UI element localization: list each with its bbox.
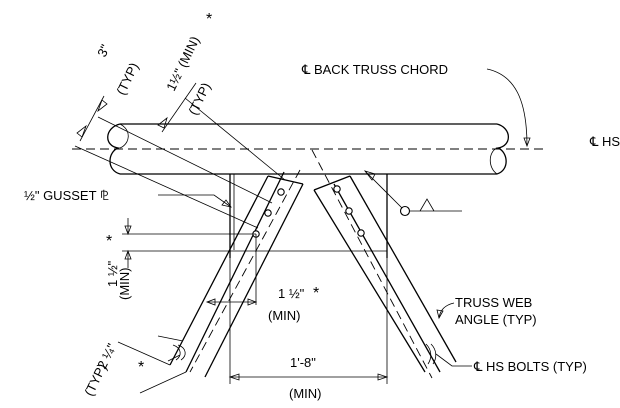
bolt-edge-value: 1 ½" <box>278 286 305 301</box>
hs-right-label: ℄ HS <box>589 134 620 149</box>
hs-bolts-label: ℄ HS BOLTS (TYP) <box>473 359 587 374</box>
gusset-label: ½" GUSSET ⅊ <box>24 188 109 203</box>
bottom-left-dimension <box>117 335 187 394</box>
web-angle-label-1: TRUSS WEB <box>455 295 532 310</box>
left-web-angle <box>169 169 304 378</box>
web-angle-label-2: ANGLE (TYP) <box>455 312 537 327</box>
top-15-star: * <box>206 11 212 28</box>
width-value: 1'-8" <box>290 355 316 370</box>
bolt-edge-dimension <box>205 234 258 306</box>
bolt-edge-min: (MIN) <box>268 308 301 323</box>
leader-lines <box>158 68 531 367</box>
top-15-typ: (TYP) <box>185 80 213 117</box>
back-truss-chord <box>107 123 510 175</box>
top-15-value: 1½" (MIN) <box>163 34 202 93</box>
right-angle-bolts <box>333 185 365 237</box>
vert-min: (MIN) <box>117 268 132 301</box>
weld-symbol <box>363 170 462 217</box>
vert-star: * <box>106 233 112 250</box>
bot-225-star: * <box>138 359 144 376</box>
right-web-angle <box>311 149 457 379</box>
width-dimension <box>228 251 389 384</box>
top-dimension-lines <box>74 82 286 229</box>
width-min: (MIN) <box>289 386 322 401</box>
gusset-plate <box>229 174 388 258</box>
back-chord-label: ℄ BACK TRUSS CHORD <box>301 62 448 77</box>
bot-225-typ: (TYP) <box>81 361 109 398</box>
bolt-edge-star: * <box>313 285 319 302</box>
vert-value: 1 ½" <box>105 260 120 287</box>
top-3-typ: (TYP) <box>113 60 141 97</box>
top-3-value: 3" <box>94 42 113 60</box>
vertical-dimension <box>122 218 256 268</box>
